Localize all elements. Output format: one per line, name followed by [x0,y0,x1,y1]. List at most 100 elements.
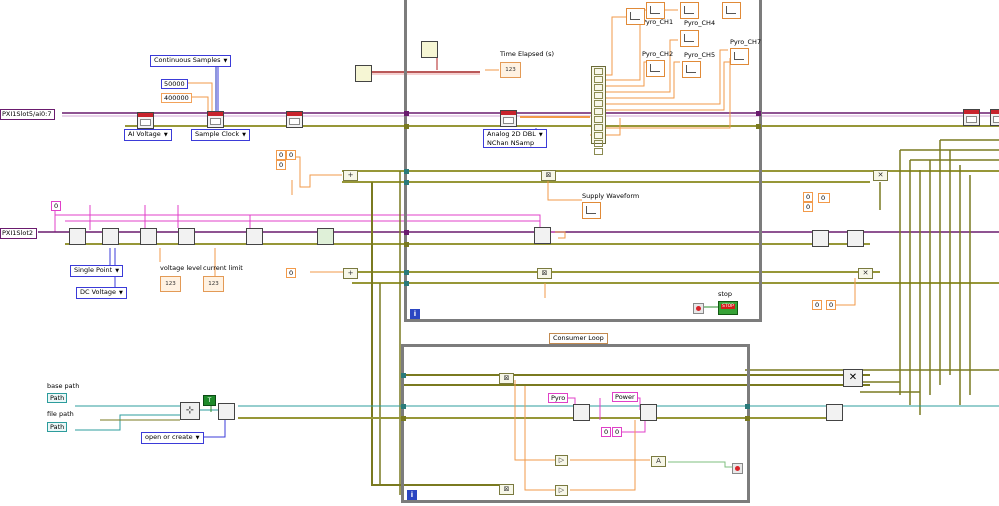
analog-read-mode-selector[interactable]: Analog 2D DBL▼ NChan NSamp [483,129,547,148]
pyro-string-constant[interactable]: Pyro [548,393,569,403]
graph-label-pyro-ch5: Pyro_CH5 [684,51,716,59]
queue-size-constant-b[interactable]: 0 [276,160,287,170]
pyro-ch1-graph [626,8,645,25]
dcpower-fetch-vi[interactable] [534,227,551,244]
time-elapsed-label: Time Elapsed (s) [500,50,555,58]
tunnel-consumer-b [401,404,406,409]
obtain-queue-power[interactable]: + [343,268,358,279]
current-limit-control[interactable]: 123 [203,276,224,292]
elapsed-time-express[interactable] [421,41,438,58]
power-dequeue-constant-a[interactable]: 0 [812,300,823,310]
dequeue-pyro[interactable]: ⊠ [499,373,514,384]
tunnel-queue-d [404,281,409,286]
graph-label-pyro-ch7: Pyro_CH7 [730,38,762,46]
dcpower-initialize-vi[interactable] [69,228,86,245]
daqmx-create-channel-vi[interactable] [137,112,154,129]
tunnel-task-out [756,111,761,116]
dcpower-initiate-vi[interactable] [317,228,334,245]
dcpower-abort-vi[interactable] [812,230,829,247]
daq-channel-constant[interactable]: PXI1Slot5/ai0:7 [0,109,56,120]
file-path-control[interactable]: Path [47,422,68,432]
pyro-ch7-graph [730,48,749,65]
consumer-while-loop[interactable] [401,344,750,503]
dc-voltage-enum[interactable]: DC Voltage▼ [76,287,127,299]
stop-label: stop [718,290,733,298]
power-dequeue-constant-b[interactable]: 0 [826,300,836,310]
or-node[interactable]: A [651,456,666,467]
daqmx-start-task-vi[interactable] [286,111,303,128]
supply-waveform-label: Supply Waveform [582,192,640,200]
single-point-enum[interactable]: Single Point▼ [70,265,124,277]
dequeue-constant-c[interactable]: 0 [818,193,830,203]
enqueue-power[interactable]: ⊠ [537,268,552,279]
open-or-create-enum[interactable]: open or create▼ [141,432,204,444]
bool-true-constant[interactable]: T [203,395,216,406]
open-create-file-vi[interactable] [218,403,235,420]
producer-while-loop[interactable] [404,0,762,322]
pyro-ch5-graph [682,61,701,78]
file-path-label: file path [47,410,74,418]
supply-queue-constant[interactable]: 0 [286,268,297,278]
tunnel-error [404,124,409,129]
string-constant-zero[interactable]: 0 [51,201,62,211]
stop-button[interactable] [718,301,738,315]
write-power-tdms-vi[interactable] [640,404,657,421]
tunnel-queue-c [404,270,409,275]
graph-label-pyro-ch1: Pyro_CH1 [642,18,674,26]
dcpower-configure-output-vi[interactable] [140,228,157,245]
supply-resource-constant[interactable]: PXI1Slot2 [0,228,38,239]
base-path-label: base path [47,382,80,390]
release-queue-pyro[interactable]: ✕ [873,170,888,181]
daqmx-stop-task-vi[interactable] [963,109,980,126]
dcpower-configure-voltage-vi[interactable] [178,228,195,245]
dequeue-power[interactable]: ⊠ [499,484,514,495]
stop-local-variable [693,303,704,314]
queue-size-constant-c[interactable]: 0 [286,150,296,160]
continuous-samples-enum[interactable]: Continuous Samples▼ [150,55,232,67]
daqmx-clear-task-vi[interactable] [990,109,999,126]
build-path-node[interactable]: ⊹ [180,402,200,420]
consumer-iteration-terminal: i [407,490,417,500]
time-elapsed-indicator: 123 [500,62,521,78]
elapsed-time-tick-count[interactable] [355,65,372,82]
consumer-stop-terminal [732,463,743,474]
enqueue-pyro[interactable]: ⊠ [541,170,556,181]
sample-clock-enum[interactable]: Sample Clock▼ [191,129,250,141]
daqmx-timing-vi[interactable] [207,111,224,128]
pyro-ch2-graph [646,60,665,77]
sample-rate-constant[interactable]: 50000 [161,79,188,89]
dequeue-constant-b[interactable]: 0 [803,202,814,212]
dcpower-configure-current-vi[interactable] [246,228,263,245]
daqmx-read-vi[interactable] [500,110,517,127]
samples-per-channel-constant[interactable]: 400000 [161,93,192,103]
obtain-queue-pyro[interactable]: + [343,170,358,181]
supply-waveform-graph [582,202,601,219]
base-path-control[interactable]: Path [47,393,68,403]
index-array-node[interactable] [591,66,606,155]
pyro-ch3-graph [680,2,699,19]
release-queue-node[interactable]: ✕ [843,369,863,387]
ai-voltage-enum[interactable]: AI Voltage▼ [124,129,172,141]
compare-node-a[interactable]: ▷ [555,455,568,466]
queue-size-constant-a[interactable]: 0 [276,150,287,160]
dcpower-configure-source-vi[interactable] [102,228,119,245]
tdms-index-constant[interactable]: 0 [601,427,612,437]
tunnel-consumer-out-b [745,416,750,421]
tunnel-consumer-out [745,404,750,409]
tunnel-queue-a [404,169,409,174]
dequeue-constant-a[interactable]: 0 [803,192,814,202]
tdms-index-constant-b[interactable]: 0 [612,427,622,437]
voltage-level-control[interactable]: 123 [160,276,181,292]
pyro-ch-graph-a [646,2,665,19]
close-tdms-vi[interactable] [826,404,843,421]
write-pyro-tdms-vi[interactable] [573,404,590,421]
graph-label-pyro-ch2: Pyro_CH2 [642,50,674,58]
compare-node-b[interactable]: ▷ [555,485,568,496]
dcpower-close-vi[interactable] [847,230,864,247]
current-limit-label: current limit [203,264,243,272]
producer-iteration-terminal: i [410,309,420,319]
power-string-constant[interactable]: Power [612,392,638,402]
release-queue-power[interactable]: ✕ [858,268,873,279]
tunnel-error-out [756,124,761,129]
